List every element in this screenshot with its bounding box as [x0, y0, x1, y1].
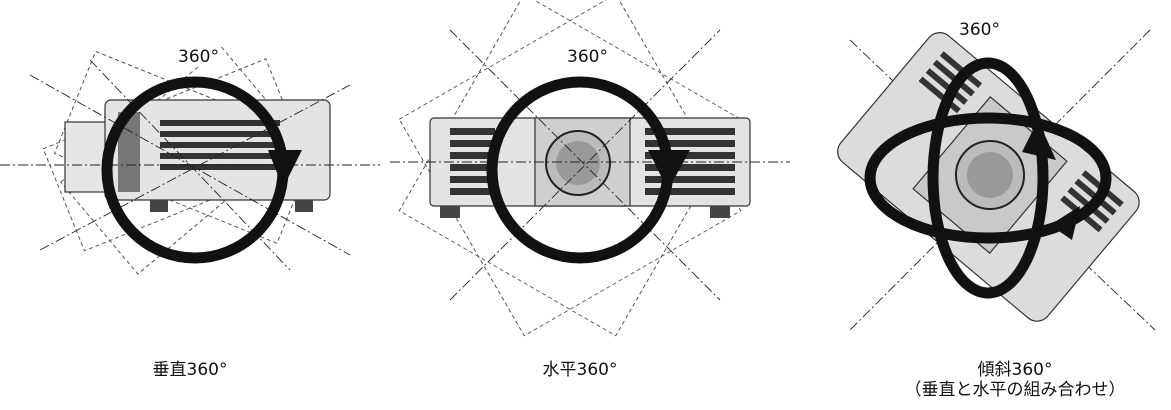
- projector-tilted-view: [837, 32, 1140, 322]
- tilt-rotation-illustration: [837, 29, 1156, 331]
- caption-line: 傾斜360°: [977, 360, 1053, 380]
- caption-line: 水平360°: [542, 360, 618, 380]
- horizontal-rotation-illustration: [390, 0, 790, 337]
- rotation-label-vertical: 360°: [176, 47, 221, 67]
- panel-tilt: 360° 傾斜360° （垂直と水平の組み合わせ）: [810, 0, 1171, 410]
- panel-vertical: 360° 垂直360°: [0, 0, 380, 410]
- rotation-label-horizontal: 360°: [565, 47, 610, 67]
- rotation-arrows: [864, 57, 1112, 299]
- vertical-rotation-illustration: [0, 46, 380, 275]
- caption-line: 垂直360°: [152, 360, 228, 380]
- projector-front-view: [429, 117, 751, 218]
- rotation-arrow: [486, 76, 690, 264]
- panel-horizontal: 360° 水平360°: [390, 0, 790, 410]
- caption-tilt: 傾斜360° （垂直と水平の組み合わせ）: [865, 360, 1165, 400]
- ghost-outlines: [398, 0, 742, 337]
- caption-line: （垂直と水平の組み合わせ）: [904, 380, 1126, 400]
- axis-lines: [390, 29, 790, 301]
- caption-horizontal: 水平360°: [480, 360, 680, 380]
- caption-vertical: 垂直360°: [90, 360, 290, 380]
- rotation-label-tilt: 360°: [957, 20, 1002, 40]
- rotation-arrow: [101, 76, 302, 264]
